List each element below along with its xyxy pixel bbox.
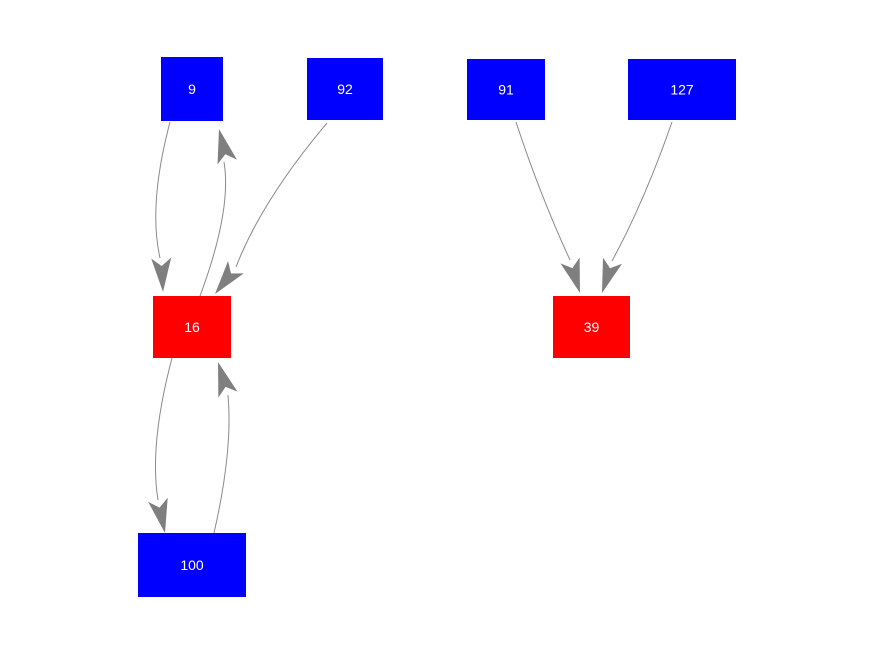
- node-rect: [153, 296, 231, 358]
- node-9: 9: [161, 57, 223, 121]
- node-label: 91: [498, 82, 514, 98]
- node-127: 127: [628, 59, 736, 120]
- arrowhead-icon: [218, 362, 238, 398]
- arrowhead-icon: [151, 257, 172, 292]
- node-label: 9: [188, 81, 196, 97]
- node-label: 39: [584, 319, 600, 335]
- node-rect: [628, 59, 736, 120]
- edge-line: [199, 161, 227, 297]
- arrowhead-icon: [602, 257, 623, 293]
- edge-line: [155, 121, 171, 259]
- node-label: 92: [337, 81, 353, 97]
- edge-92-to-16: [215, 122, 328, 294]
- node-91: 91: [467, 59, 545, 120]
- node-rect: [307, 58, 383, 120]
- node-rect: [161, 57, 223, 121]
- node-rect: [553, 296, 630, 358]
- node-rect: [467, 59, 545, 120]
- node-39: 39: [553, 296, 630, 358]
- arrowhead-icon: [560, 257, 580, 293]
- edge-line: [154, 357, 173, 501]
- node-92: 92: [307, 58, 383, 120]
- node-label: 127: [670, 82, 694, 98]
- edge-16-to-9: [199, 129, 237, 297]
- node-label: 100: [180, 557, 204, 573]
- edge-16-to-100: [148, 357, 173, 533]
- arrowhead-icon: [148, 497, 168, 533]
- edge-line: [235, 122, 328, 268]
- edge-line: [213, 394, 230, 534]
- edge-line: [611, 121, 673, 262]
- edge-127-to-39: [602, 121, 673, 293]
- node-label: 16: [184, 319, 200, 335]
- node-16: 16: [153, 296, 231, 358]
- edge-9-to-16: [151, 121, 172, 292]
- node-100: 100: [138, 533, 246, 597]
- edge-100-to-16: [213, 362, 238, 534]
- edge-91-to-39: [515, 121, 580, 293]
- edge-line: [515, 121, 571, 261]
- node-rect: [138, 533, 246, 597]
- arrowhead-icon: [217, 129, 237, 165]
- arrowhead-icon: [215, 261, 244, 294]
